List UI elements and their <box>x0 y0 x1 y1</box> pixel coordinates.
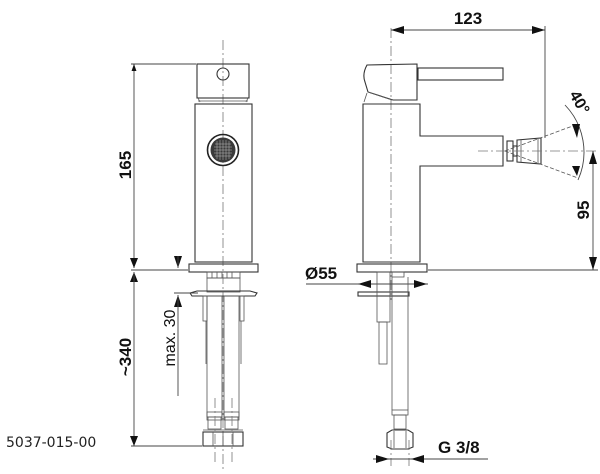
front-faucet-body <box>194 103 253 263</box>
front-handle-cap <box>196 63 250 99</box>
dimension-max-30: max. 30 <box>162 309 179 366</box>
side-hex-nut <box>386 429 414 450</box>
side-faucet-body <box>362 103 504 263</box>
side-base-plate <box>356 263 428 273</box>
front-view: 165 ~340 max. 30 5037-015-00 <box>6 40 259 470</box>
aerator-mesh-icon <box>206 133 240 167</box>
side-view: 40° 123 95 Ø55 <box>305 9 598 466</box>
front-mounting-washer <box>189 290 258 297</box>
side-lever-handle <box>417 67 504 81</box>
front-hose-right <box>223 295 240 421</box>
dimension-reach-123: 123 <box>454 9 482 28</box>
dimension-height-165: 165 <box>116 151 135 179</box>
dimension-diameter-55: Ø55 <box>305 264 337 283</box>
dimension-length-340: ~340 <box>116 338 135 376</box>
dimension-angle-40: 40° <box>565 88 592 117</box>
dimension-thread-g38: G 3/8 <box>438 438 480 457</box>
side-mounting-washer <box>357 291 410 297</box>
side-lever-head <box>363 63 418 101</box>
front-base-plate <box>188 263 259 273</box>
lever-pivot-icon <box>216 67 230 81</box>
front-hose-left <box>206 295 223 421</box>
dimension-height-95: 95 <box>574 201 593 220</box>
part-number: 5037-015-00 <box>6 435 96 451</box>
front-hex-nuts <box>202 429 244 447</box>
